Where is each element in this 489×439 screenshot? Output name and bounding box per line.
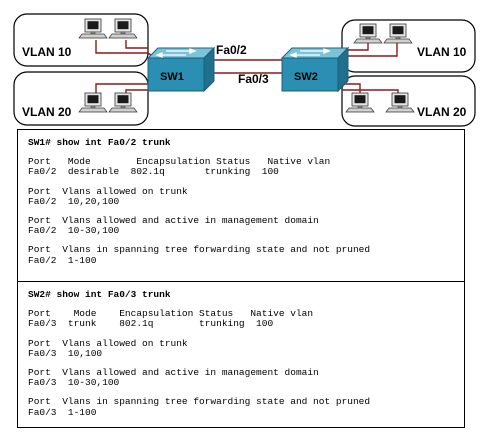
switch-icon-sw2: SW2 [280,46,350,93]
network-topology-diagram: SW1 SW2 VLAN 10 VLAN 20 VLAN 10 VLAN 20 … [13,13,476,127]
pc-icon [345,92,375,113]
pc-icon [383,23,413,44]
cli-command: SW1# show int Fa0/2 trunk [28,137,171,148]
cli-line: Port Vlans allowed on trunk [28,337,188,349]
vlan-label: VLAN 10 [22,45,72,59]
cli-block: Port Vlans in spanning tree forwarding s… [28,244,464,266]
vlan-group-sw1-vlan10 [13,13,149,67]
cli-line: Port Vlans allowed and active in managem… [28,366,319,378]
pc-icon [385,92,415,113]
cli-line: Fa0/2 desirable 802.1q trunking 100 [28,166,279,178]
cli-block: Port Vlans allowed and active in managem… [28,214,464,237]
pc-icon [353,23,383,44]
cli-line: Fa0/2 10,20,100 [28,195,120,207]
cli-line: Port Vlans in spanning tree forwarding s… [28,396,371,408]
link-lines [95,40,399,96]
cli-line: Fa0/3 10-30,100 [28,377,120,389]
cli-line: Fa0/3 trunk 802.1q trunking 100 [28,318,274,330]
vlan-label: VLAN 20 [22,105,72,119]
cli-line: Fa0/2 1-100 [28,254,97,266]
cli-block: Port Mode Encapsulation Status Native vl… [28,156,464,178]
vlan-label: VLAN 10 [417,45,467,59]
vlan-label: VLAN 20 [417,105,467,119]
cli-line: Port Vlans in spanning tree forwarding s… [28,244,371,256]
vlan-group-sw1-vlan20 [13,71,149,126]
cli-line: Fa0/3 10,100 [28,347,103,359]
pc-icon [78,92,108,113]
switch-icon-sw1: SW1 [146,46,216,93]
cli-section-sw1: SW1# show int Fa0/2 trunk Port Mode Enca… [18,130,464,282]
cli-line: Port Mode Encapsulation Status Native vl… [28,156,331,168]
vlan-group-sw2-vlan10 [341,19,476,73]
pc-icon [108,92,138,113]
cli-line: Fa0/3 1-100 [28,406,97,418]
cli-block: Port Vlans allowed and active in managem… [28,366,464,389]
cli-section-sw2: SW2# show int Fa0/3 trunk Port Mode Enca… [18,282,464,427]
pc-icon [108,18,138,39]
cli-line: Port Vlans allowed on trunk [28,185,188,197]
cli-block: Port Vlans allowed on trunk Fa0/3 10,100 [28,337,464,359]
port-label-fa0-3: Fa0/3 [238,72,269,86]
cli-command: SW2# show int Fa0/3 trunk [28,289,171,300]
vlan-group-sw2-vlan20 [341,75,476,127]
cli-line: Port Vlans allowed and active in managem… [28,214,319,226]
pc-icon [78,18,108,39]
cli-line: Fa0/2 10-30,100 [28,225,120,237]
cli-output-panel: SW1# show int Fa0/2 trunk Port Mode Enca… [17,129,465,428]
port-label-fa0-2: Fa0/2 [216,43,247,57]
switch-label-sw2: SW2 [294,71,318,83]
cli-block: Port Vlans in spanning tree forwarding s… [28,396,464,418]
cli-block: Port Mode Encapsulation Status Native vl… [28,308,464,330]
cli-line: Port Mode Encapsulation Status Native vl… [28,308,314,320]
switch-label-sw1: SW1 [160,71,184,83]
cli-block: Port Vlans allowed on trunk Fa0/2 10,20,… [28,185,464,207]
